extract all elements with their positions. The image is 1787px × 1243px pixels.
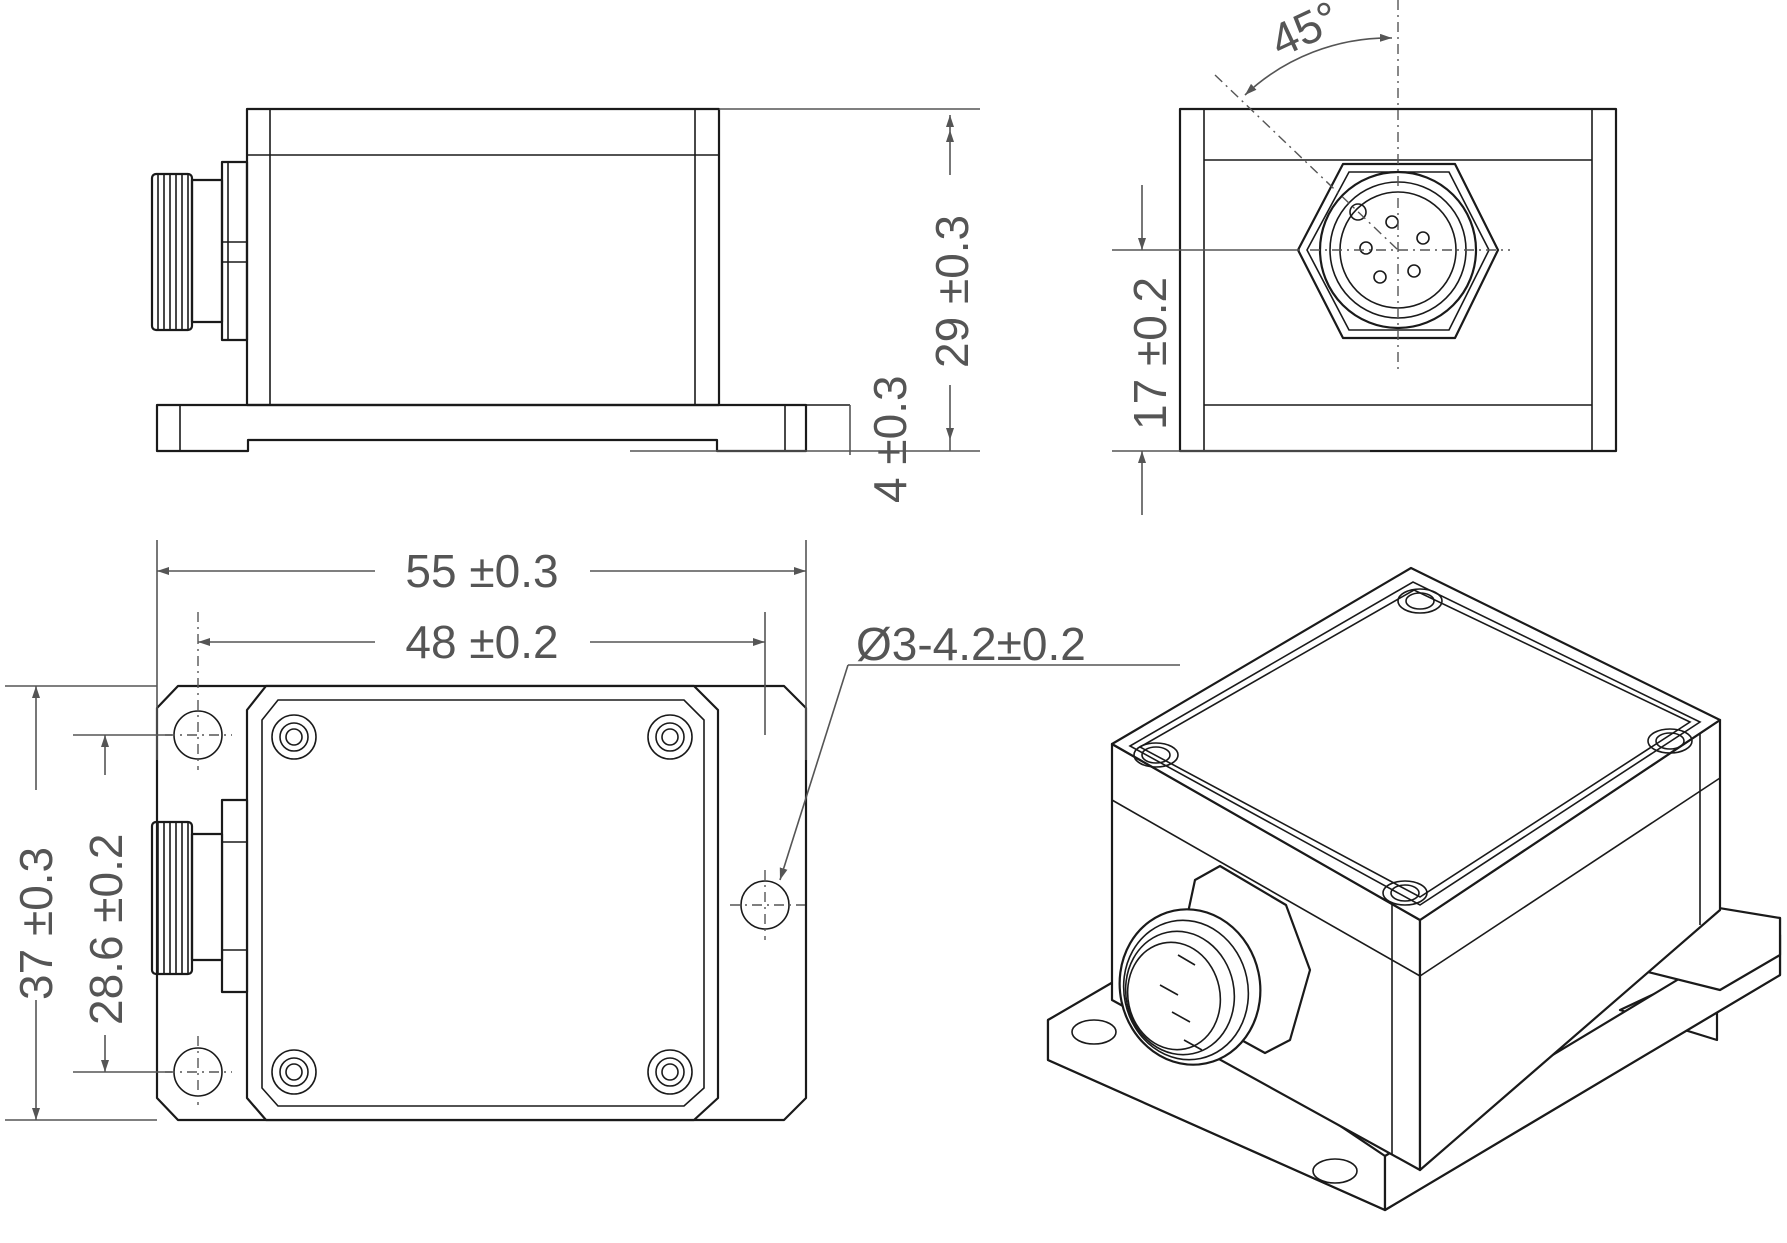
dim-width-total: 37 ±0.3: [10, 847, 62, 1000]
pin-2: [1416, 231, 1430, 245]
pin-5: [1407, 264, 1421, 278]
top-view: 55 ±0.3 48 ±0.2 Ø3-4.2±0.2 37 ±0.3 28.6 …: [5, 540, 1180, 1122]
top-connector-thread: [150, 820, 194, 976]
dim-hole-spacing-y: 28.6 ±0.2: [80, 833, 132, 1025]
front-view: 45° 17 ±0.2: [1112, 0, 1618, 515]
dim-length-total: 55 ±0.3: [405, 545, 558, 597]
dim-height-total: 29 ±0.3: [926, 215, 978, 368]
dim-hole-spacing-x: 48 ±0.2: [405, 616, 558, 668]
top-connector-body: [190, 832, 224, 962]
iso-box-top-face: [1110, 566, 1722, 922]
cover-screw-bottom-right: [647, 1049, 693, 1095]
top-connector-nut: [220, 798, 249, 994]
iso-mount-hole-left: [1071, 1019, 1117, 1045]
iso-connector-thread: [1118, 908, 1262, 1066]
side-connector-nut: [220, 160, 249, 342]
cover-screw-bottom-left: [271, 1049, 317, 1095]
isometric-view: [1046, 566, 1782, 1212]
front-housing: [1178, 107, 1618, 453]
pin-4: [1373, 270, 1387, 284]
side-connector-thread: [150, 172, 194, 332]
top-base-plate: [155, 684, 808, 1122]
side-housing: [245, 107, 721, 407]
cover-screw-top-left: [271, 714, 317, 760]
top-housing: [245, 684, 720, 1122]
cover-screw-top-right: [647, 714, 693, 760]
side-base-flange: [155, 403, 808, 453]
pin-3: [1359, 241, 1373, 255]
side-connector-body: [190, 178, 224, 324]
angle-label: 45°: [1262, 0, 1347, 67]
dim-base-thickness: 4 ±0.3: [864, 375, 916, 503]
dim-mounting-hole: Ø3-4.2±0.2: [856, 618, 1086, 670]
dim-connector-height: 17 ±0.2: [1124, 277, 1176, 430]
side-view: 29 ±0.3 4 ±0.3: [150, 107, 980, 503]
iso-mount-hole-front: [1312, 1158, 1358, 1184]
